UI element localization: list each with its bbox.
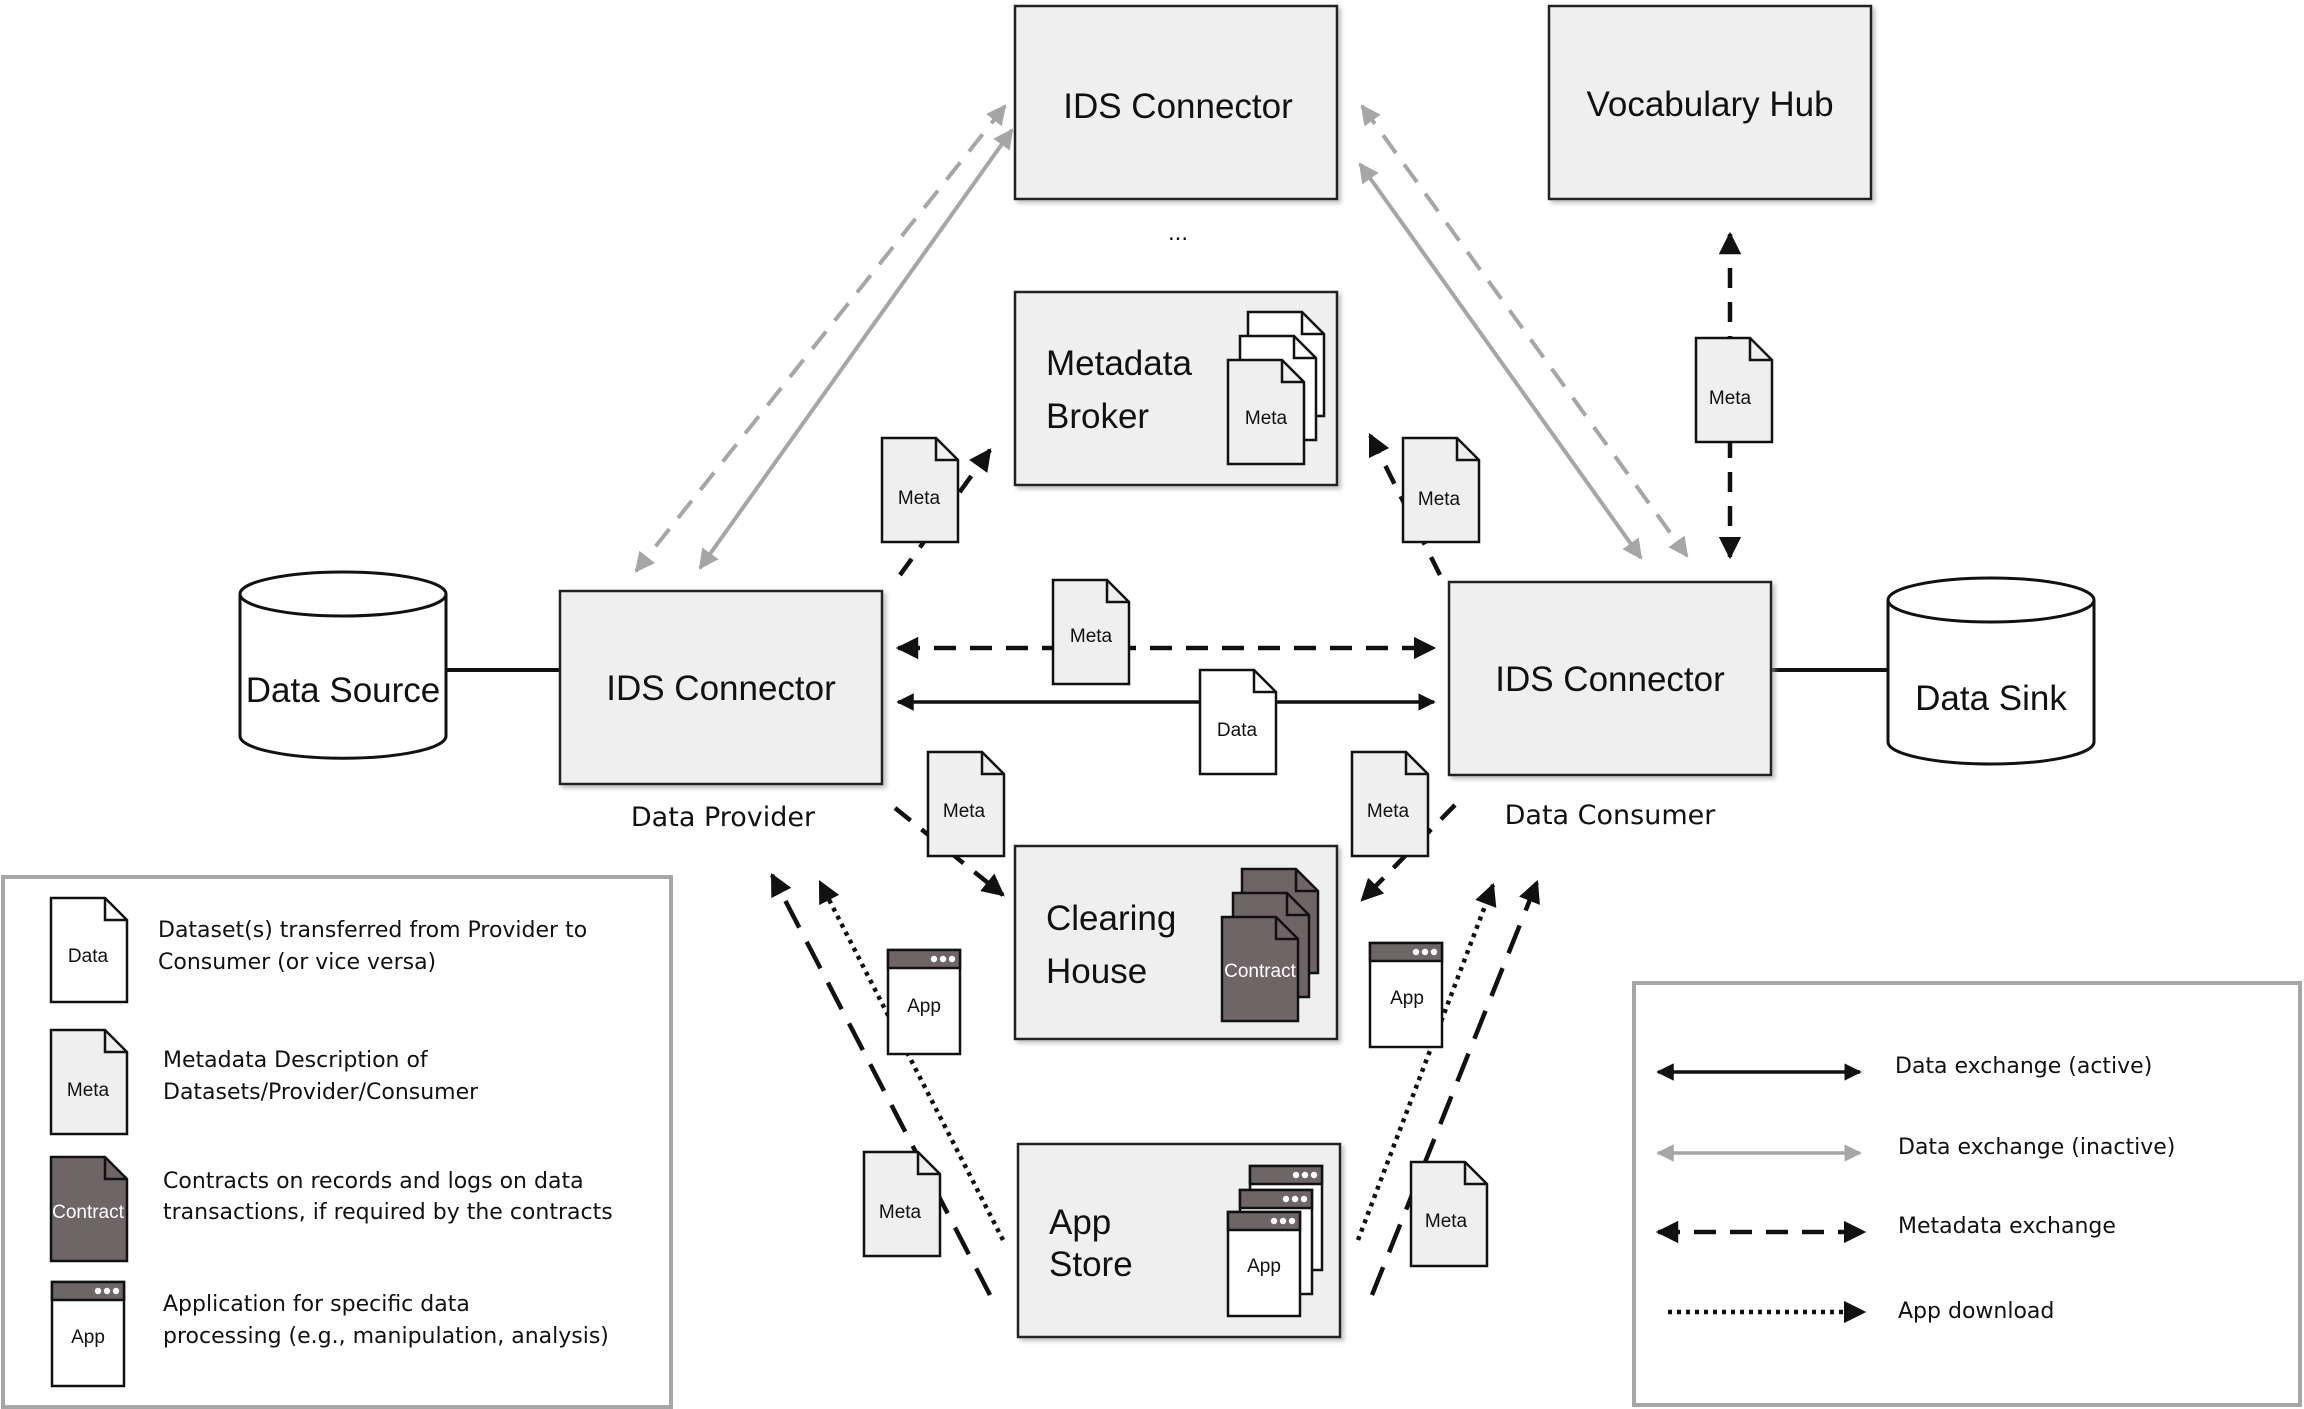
legend-contract-icon: Contract [49,1155,129,1263]
data-source-label: Data Source [246,671,441,710]
inactive-arrow-top-consumer-solid [1358,162,1643,560]
meta-doc-vocab: Meta [1694,336,1774,444]
metadata-broker: Metadata Broker Meta [1013,290,1339,487]
legend-app-download-label: App download [1898,1299,2054,1324]
legend-meta-desc-1: Metadata Description of [163,1048,429,1073]
legend-data-desc-2: Consumer (or vice versa) [158,950,436,975]
app-store-line1: App [1049,1203,1111,1242]
clearing-contract-stack: Contract [1220,867,1320,1023]
connection-lines [446,104,1888,1297]
legend-app-icon: App [50,1280,126,1388]
ids-connector-consumer: IDS Connector [1447,580,1773,777]
clearing-house: Clearing House Contract [1013,844,1339,1041]
app-doc-consumer-label: App [1390,988,1424,1009]
app-store-line2: Store [1049,1245,1133,1284]
clearing-house-line1: Clearing [1046,899,1176,938]
legend-active-label: Data exchange (active) [1895,1054,2152,1079]
meta-arrow-consumer-clearing [1360,803,1457,902]
app-download-arrow-provider [817,879,1006,1242]
broker-meta-doc-label: Meta [1245,408,1288,429]
legend-app-icon-label: App [71,1327,105,1348]
meta-doc-vocab-label: Meta [1709,388,1752,409]
legend-data-icon-label: Data [68,946,109,967]
inactive-arrow-top-provider-solid [698,128,1014,570]
meta-arrow-appstore-provider [770,873,992,1297]
clearing-house-line2: House [1046,952,1147,991]
meta-doc-provider-broker: Meta [880,436,960,544]
meta-doc-provider-clearing: Meta [926,750,1006,858]
app-store: App Store App [1016,1142,1342,1339]
legend-metadata-label: Metadata exchange [1898,1214,2116,1239]
data-consumer-label: Data Consumer [1505,800,1717,831]
meta-arrow-appstore-consumer [1369,879,1540,1296]
legend-app-desc-1: Application for specific data [163,1292,470,1317]
legend-app-desc-2: processing (e.g., manipulation, analysis… [163,1324,609,1349]
ids-connector-provider-label: IDS Connector [606,669,836,708]
legend-contract-desc-1: Contracts on records and logs on data [163,1169,584,1194]
meta-doc-consumer-clearing: Meta [1350,750,1430,858]
legend-meta-icon-label: Meta [67,1080,110,1101]
ids-connector-top-label: IDS Connector [1063,87,1293,126]
meta-doc-provider-clearing-label: Meta [943,801,986,822]
legend-inactive-label: Data exchange (inactive) [1898,1135,2175,1160]
app-doc-consumer: App [1368,941,1444,1049]
meta-doc-appstore-consumer: Meta [1409,1160,1489,1268]
meta-doc-provider-broker-label: Meta [898,488,941,509]
meta-doc-consumer-broker-label: Meta [1418,489,1461,510]
meta-doc-provider-consumer-label: Meta [1070,626,1113,647]
data-provider-label: Data Provider [631,802,816,833]
legend-left: Data Dataset(s) transferred from Provide… [1,875,673,1409]
clearing-contract-doc-label: Contract [1224,961,1297,982]
legend-data-icon: Data [49,896,129,1004]
meta-doc-provider-consumer: Meta [1051,578,1131,686]
data-sink-label: Data Sink [1915,679,2067,718]
broker-meta-stack: Meta [1226,310,1326,466]
ids-connector-top: IDS Connector [1013,4,1339,201]
data-sink-cylinder: Data Sink [1886,576,2096,766]
appstore-app-stack: App [1226,1164,1324,1318]
data-doc-provider-consumer-label: Data [1217,720,1258,741]
app-doc-provider: App [886,948,962,1056]
ids-connector-provider: IDS Connector [558,589,884,786]
meta-doc-appstore-provider: Meta [862,1150,942,1258]
meta-doc-appstore-consumer-label: Meta [1425,1211,1468,1232]
vocabulary-hub-label: Vocabulary Hub [1586,85,1833,124]
data-source-cylinder: Data Source [238,570,448,760]
legend-contract-desc-2: transactions, if required by the contrac… [163,1200,613,1225]
metadata-broker-line2: Broker [1046,397,1149,436]
meta-doc-appstore-provider-label: Meta [879,1202,922,1223]
legend-meta-icon: Meta [49,1028,129,1136]
ids-connector-consumer-label: IDS Connector [1495,660,1725,699]
data-doc-provider-consumer: Data [1198,668,1278,776]
meta-doc-consumer-clearing-label: Meta [1367,801,1410,822]
app-doc-provider-label: App [907,996,941,1017]
legend-data-desc-1: Dataset(s) transferred from Provider to [158,918,587,943]
legend-contract-icon-label: Contract [52,1202,125,1223]
ellipsis: ... [1168,219,1188,246]
metadata-broker-line1: Metadata [1046,344,1192,383]
meta-doc-consumer-broker: Meta [1401,436,1481,544]
legend-right: Data exchange (active) Data exchange (in… [1632,981,2302,1407]
legend-meta-desc-2: Datasets/Provider/Consumer [163,1080,479,1105]
appstore-app-doc-label: App [1247,1256,1281,1277]
app-download-arrow-consumer [1355,882,1497,1241]
vocabulary-hub: Vocabulary Hub [1547,4,1873,201]
